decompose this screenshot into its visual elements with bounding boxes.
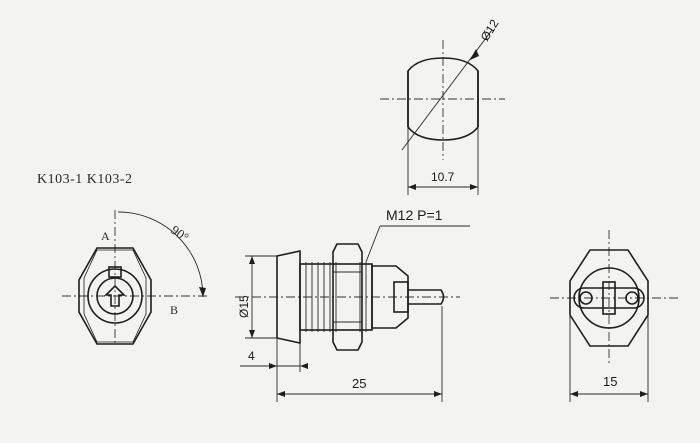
flange-arrow-left (269, 363, 277, 369)
position-a-label: A (101, 229, 110, 243)
rear-hex-nut (569, 249, 649, 347)
top-view: Ø12 10.7 (380, 17, 505, 195)
rear-cam-plate (573, 287, 645, 309)
side-thread-lines (305, 262, 367, 332)
rear-hole-left (579, 291, 593, 305)
rear-view: 15 (550, 230, 680, 402)
flange-label: 4 (248, 349, 255, 363)
side-rear-housing (371, 265, 409, 329)
dia-arrow-bottom (249, 330, 255, 338)
top-diameter-label: Ø12 (478, 17, 502, 44)
diameter-arrow (470, 49, 479, 60)
thread-leader (365, 225, 381, 263)
angle-arrow (199, 287, 206, 297)
side-diameter-label: Ø15 (237, 295, 251, 318)
side-cam-block (393, 281, 409, 313)
rear-arrow-left (570, 391, 578, 397)
length-label: 25 (352, 376, 366, 391)
front-cylinder-outer (87, 268, 143, 324)
front-view: 90° A B (62, 210, 208, 345)
angle-label: 90° (168, 222, 192, 245)
side-hex-nut (332, 243, 363, 351)
front-cylinder-inner (96, 277, 134, 315)
rear-width-label: 15 (603, 374, 617, 389)
dia-arrow-top (249, 256, 255, 264)
rear-body-circle (578, 267, 640, 329)
front-key-notch (108, 266, 122, 278)
angle-arc (117, 211, 204, 298)
top-width-arrow-left (408, 184, 416, 190)
side-view: M12 P=1 Ø15 4 25 (235, 207, 470, 402)
flange-arrow-right (300, 363, 308, 369)
length-arrow-left (277, 391, 285, 397)
model-label: K103-1 K103-2 (37, 172, 133, 187)
front-key-arrow-icon (104, 284, 126, 307)
rear-arrow-right (640, 391, 648, 397)
diameter-leader (401, 29, 493, 151)
top-width-label: 10.7 (431, 170, 455, 184)
position-b-label: B (170, 303, 178, 317)
rear-hole-right (625, 291, 639, 305)
thread-label: M12 P=1 (386, 207, 443, 223)
top-width-arrow-right (470, 184, 478, 190)
rear-shaft-key (602, 281, 616, 315)
front-hex-inner (83, 249, 147, 343)
front-hex-nut (78, 247, 152, 345)
side-shaft (408, 289, 445, 305)
length-arrow-right (434, 391, 442, 397)
